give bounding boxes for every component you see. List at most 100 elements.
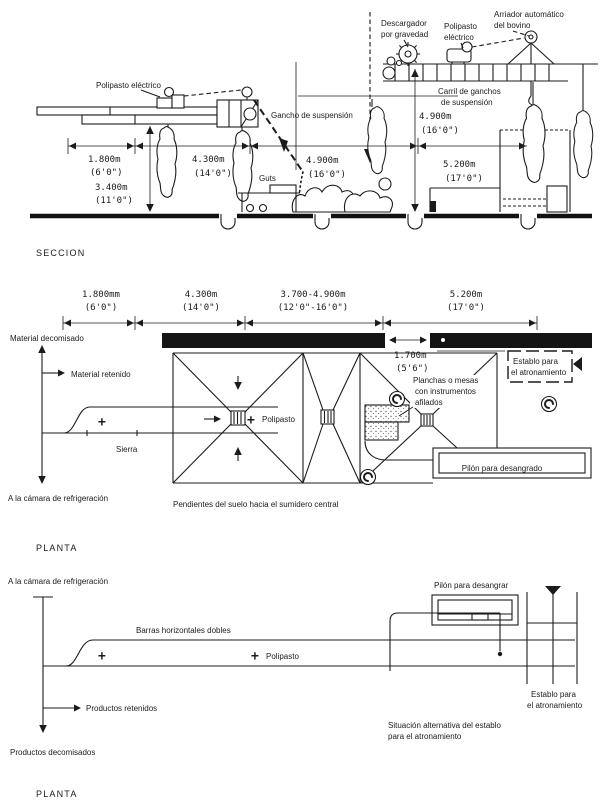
label-camara-plan1: A la cámara de refrigeración [8, 494, 108, 503]
label-carril-line2: de suspensión [441, 98, 493, 107]
stunning-stall-plan1 [507, 350, 582, 383]
plan2-rail-path [389, 612, 503, 671]
dim-5200m: 5.200m [443, 160, 476, 170]
p1-dim-1700: 1.700m [394, 351, 427, 361]
label-establo1-line1: Establo para [513, 357, 558, 366]
label-carril-line1: Carril de ganchos [438, 87, 501, 96]
instrument-tables [364, 404, 410, 441]
dim-1800ft: (6'0") [90, 168, 123, 178]
label-arriador-line1: Arriador automático [494, 10, 564, 19]
label-polipasto-electrico-left: Polipasto eléctrico [96, 81, 161, 90]
section-dimensions [67, 69, 527, 212]
dim-3400ft: (11'0") [95, 196, 133, 206]
p1-dim-4300ft: (14'0") [182, 303, 220, 313]
carcass-slide-path [253, 99, 304, 207]
floor-line [30, 213, 592, 230]
p1-dim-3700: 3.700-4.900m [280, 290, 345, 300]
stunning-stall-plan2 [526, 586, 578, 684]
p1-dim-3700ft: (12'0"-16'0") [278, 303, 348, 313]
dim-4900m-v: 4.900m [419, 112, 452, 122]
hose-reel-icon [359, 468, 377, 486]
p1-dim-1800ft: (6'0") [85, 303, 118, 313]
caption-situacion-line2: para el atronamiento [388, 732, 462, 741]
left-overhead-rail [36, 86, 259, 128]
label-polipasto-right-line2: eléctrico [444, 33, 474, 42]
hose-reel-icon [388, 390, 406, 408]
dim-4900ft-v: (16'0") [421, 126, 459, 136]
dim-4900ft-h: (16'0") [308, 170, 346, 180]
plan2-flow-diagram [33, 596, 575, 733]
label-polipasto-plan2: Polipasto [266, 652, 299, 661]
label-arriador-line2: del bovino [494, 21, 531, 30]
caption-pendientes: Pendientes del suelo hacia el sumidero c… [173, 500, 339, 509]
p1-dim-5200: 5.200m [450, 290, 483, 300]
plan1-walls [162, 333, 592, 352]
label-barras-dobles: Barras horizontales dobles [136, 626, 231, 635]
right-overhead-rail [382, 63, 598, 82]
plan1-title: PLANTA [36, 543, 78, 553]
dim-5200ft: (17'0") [445, 174, 483, 184]
label-material-retenido: Material retenido [71, 370, 131, 379]
dim-1800m: 1.800m [88, 155, 121, 165]
label-productos-retenidos: Productos retenidos [86, 704, 157, 713]
gravity-unloader-gear [386, 39, 420, 67]
dim-4300ft: (14'0") [194, 169, 232, 179]
label-material-decomisado: Material decomisado [10, 334, 84, 343]
label-polipasto-plan1: Polipasto [262, 415, 295, 424]
label-planchas-line1: Planchas o mesas [413, 376, 478, 385]
plan1-dimension-line [62, 316, 538, 330]
bleeding-platform-section [429, 187, 500, 212]
stable-section [499, 64, 594, 213]
section-view: Polipasto eléctrico Descargador por grav… [30, 10, 598, 258]
label-guts: Guts [259, 174, 276, 183]
planchas-leader [398, 406, 414, 417]
p1-dim-5200ft: (17'0") [447, 303, 485, 313]
label-descargador-line2: por gravedad [381, 30, 428, 39]
label-establo2-line1: Establo para [531, 690, 576, 699]
electric-hoist-right [446, 37, 525, 64]
central-drains [230, 409, 434, 427]
plus-symbol: + [251, 649, 259, 664]
floor-drain [220, 214, 236, 230]
plus-symbol: + [98, 415, 106, 430]
label-pilon-plan1: Pilón para desangrado [462, 464, 543, 473]
hanging-carcass-group [156, 124, 254, 202]
p1-dim-4300: 4.300m [185, 290, 218, 300]
label-sierra: Sierra [116, 445, 138, 454]
plan1-view: 1.800mm (6'0") 4.300m (14'0") 3.700-4.90… [8, 290, 592, 553]
caption-situacion-line1: Situación alternativa del establo [388, 721, 502, 730]
label-descargador-line1: Descargador [381, 19, 427, 28]
plan2-title: PLANTA [36, 789, 78, 799]
label-pilon-plan2: Pilón para desangrar [434, 581, 509, 590]
gut-pile [291, 177, 393, 213]
label-establo2-line2: el atronamiento [527, 701, 583, 710]
label-polipasto-right-line1: Polipasto [444, 22, 477, 31]
dressing-cradle [238, 184, 300, 213]
automatic-driver-frame [507, 30, 555, 106]
label-planchas-line2: con instrumentos [415, 387, 476, 396]
label-establo1-line2: el atronamiento [511, 368, 567, 377]
dim-3400m: 3.400m [95, 183, 128, 193]
floor-drain [520, 214, 536, 230]
stall-entry-arrow-icon [573, 357, 582, 371]
label-backplate [410, 375, 487, 408]
gravity-drop-line [364, 12, 388, 175]
plus-symbol: + [247, 413, 255, 428]
label-backplate [448, 462, 560, 472]
p1-dim-1700ft: (5'6") [396, 364, 429, 374]
floor-drain [407, 214, 423, 230]
bleeding-trough-plan2 [431, 594, 519, 626]
electric-hoist-left [140, 86, 242, 109]
plan2-view: A la cámara de refrigeración Barras hori… [8, 577, 583, 799]
hose-reel-icon [540, 395, 558, 413]
stall-entry-arrow-icon [545, 586, 561, 595]
plus-symbol: + [98, 649, 106, 664]
floor-drain [314, 214, 330, 230]
section-title: SECCION [36, 248, 85, 258]
dim-4900m-h: 4.900m [306, 156, 339, 166]
bleeding-trough-plan1 [364, 440, 592, 479]
dim-4300m: 4.300m [192, 155, 225, 165]
label-camara-plan2: A la cámara de refrigeración [8, 577, 108, 586]
